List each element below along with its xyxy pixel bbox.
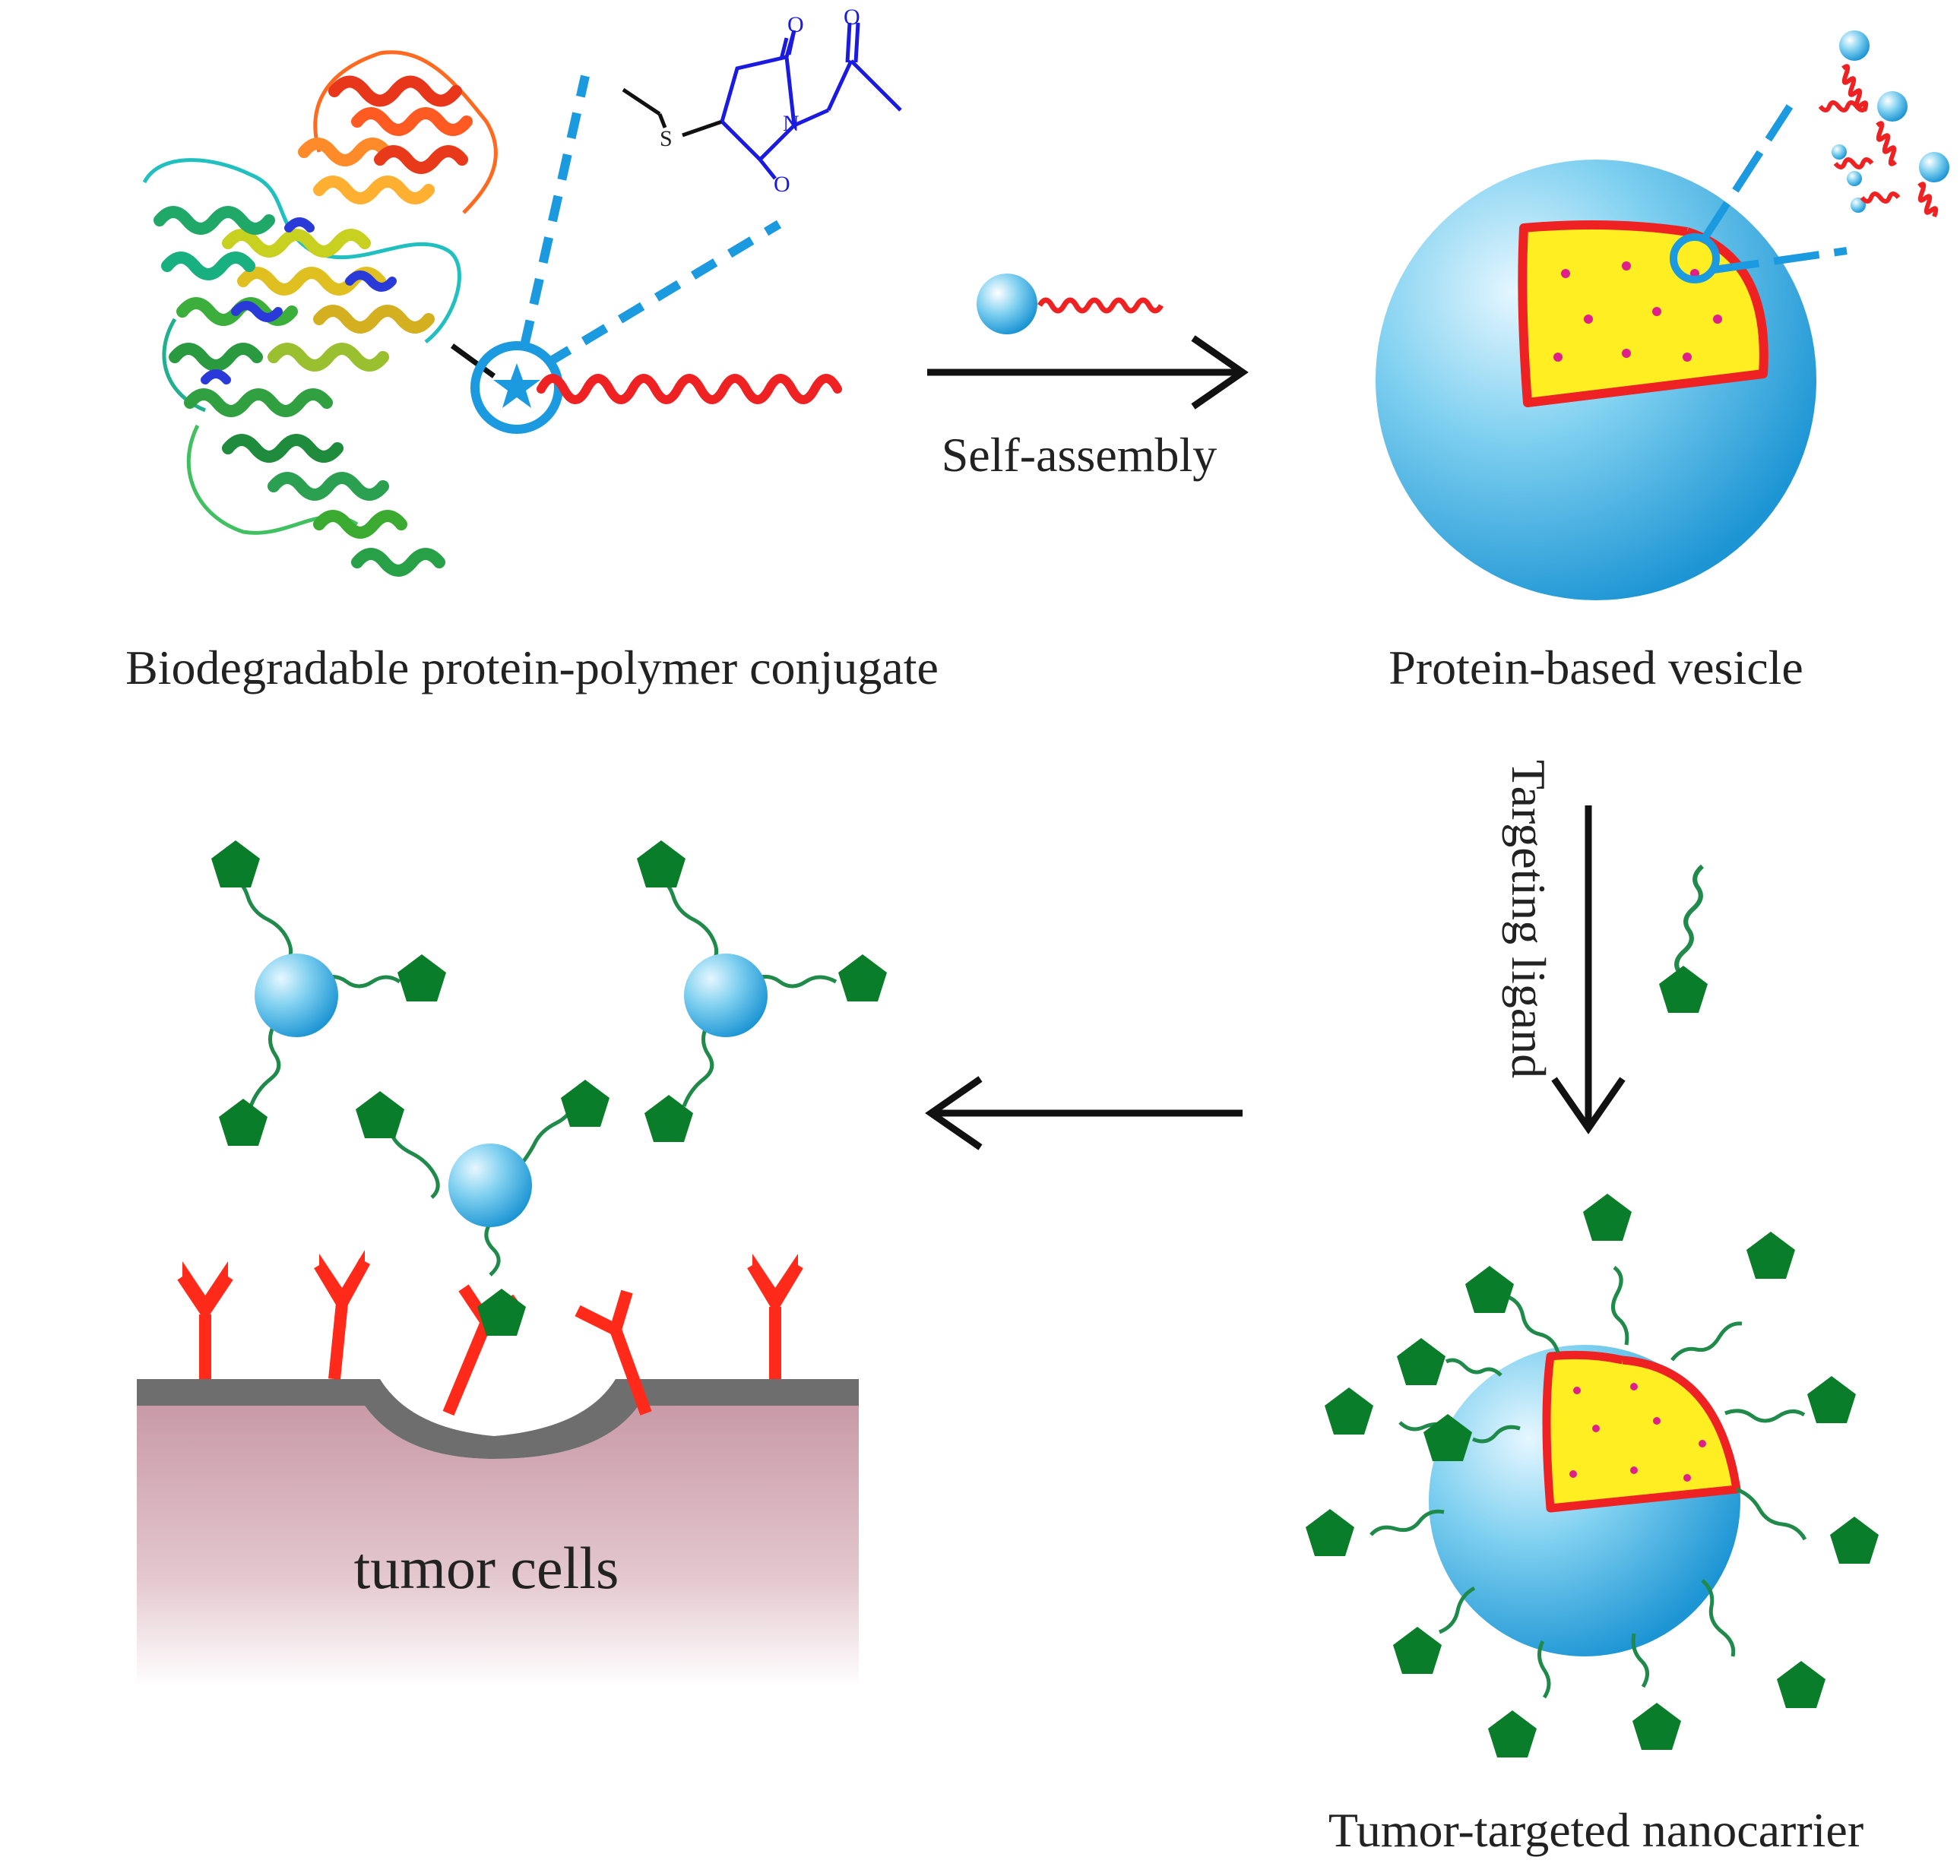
self-assembly-label: Self-assembly xyxy=(942,428,1217,482)
atom-nitrogen: N xyxy=(783,111,800,136)
nanocarrier-label: Tumor-targeted nanocarrier xyxy=(1328,1803,1863,1857)
star-icon xyxy=(493,363,540,408)
chemical-structure: S O N O O xyxy=(622,5,902,197)
conjugate-label: Biodegradable protein-polymer conjugate xyxy=(125,641,939,694)
free-nanocarriers xyxy=(211,840,887,1277)
protein-based-vesicle xyxy=(1376,104,1848,600)
conjugation-site xyxy=(470,74,842,434)
self-assembly-step: Self-assembly xyxy=(927,274,1249,482)
vesicle-label: Protein-based vesicle xyxy=(1388,641,1803,694)
protein-ribbon-structure xyxy=(142,50,498,577)
cell-membrane xyxy=(137,1379,859,1459)
amphiphile-head xyxy=(977,274,1037,334)
amphiphile-cluster xyxy=(1818,30,1949,218)
targeting-step: Targeting ligand xyxy=(1502,760,1708,1134)
arrow-left xyxy=(925,1076,1243,1150)
tumor-cell-surface: tumor cells xyxy=(137,1250,859,1687)
cell-body xyxy=(137,1406,859,1687)
tumor-cells-label: tumor cells xyxy=(354,1535,619,1601)
targeting-ligand-label: Targeting ligand xyxy=(1502,760,1556,1078)
atom-sulfur: S xyxy=(660,126,673,151)
tumor-targeted-nanocarrier xyxy=(1306,1194,1879,1757)
polymer-chain xyxy=(537,374,842,404)
atom-oxygen-bottom: O xyxy=(774,172,790,197)
atom-oxygen-acetyl: O xyxy=(844,5,860,30)
pentagon-ligand-icon xyxy=(1659,966,1708,1013)
vesicle-shell-cut xyxy=(1518,220,1768,407)
amphiphile-tail xyxy=(1037,297,1164,314)
atom-oxygen-top: O xyxy=(787,12,804,37)
